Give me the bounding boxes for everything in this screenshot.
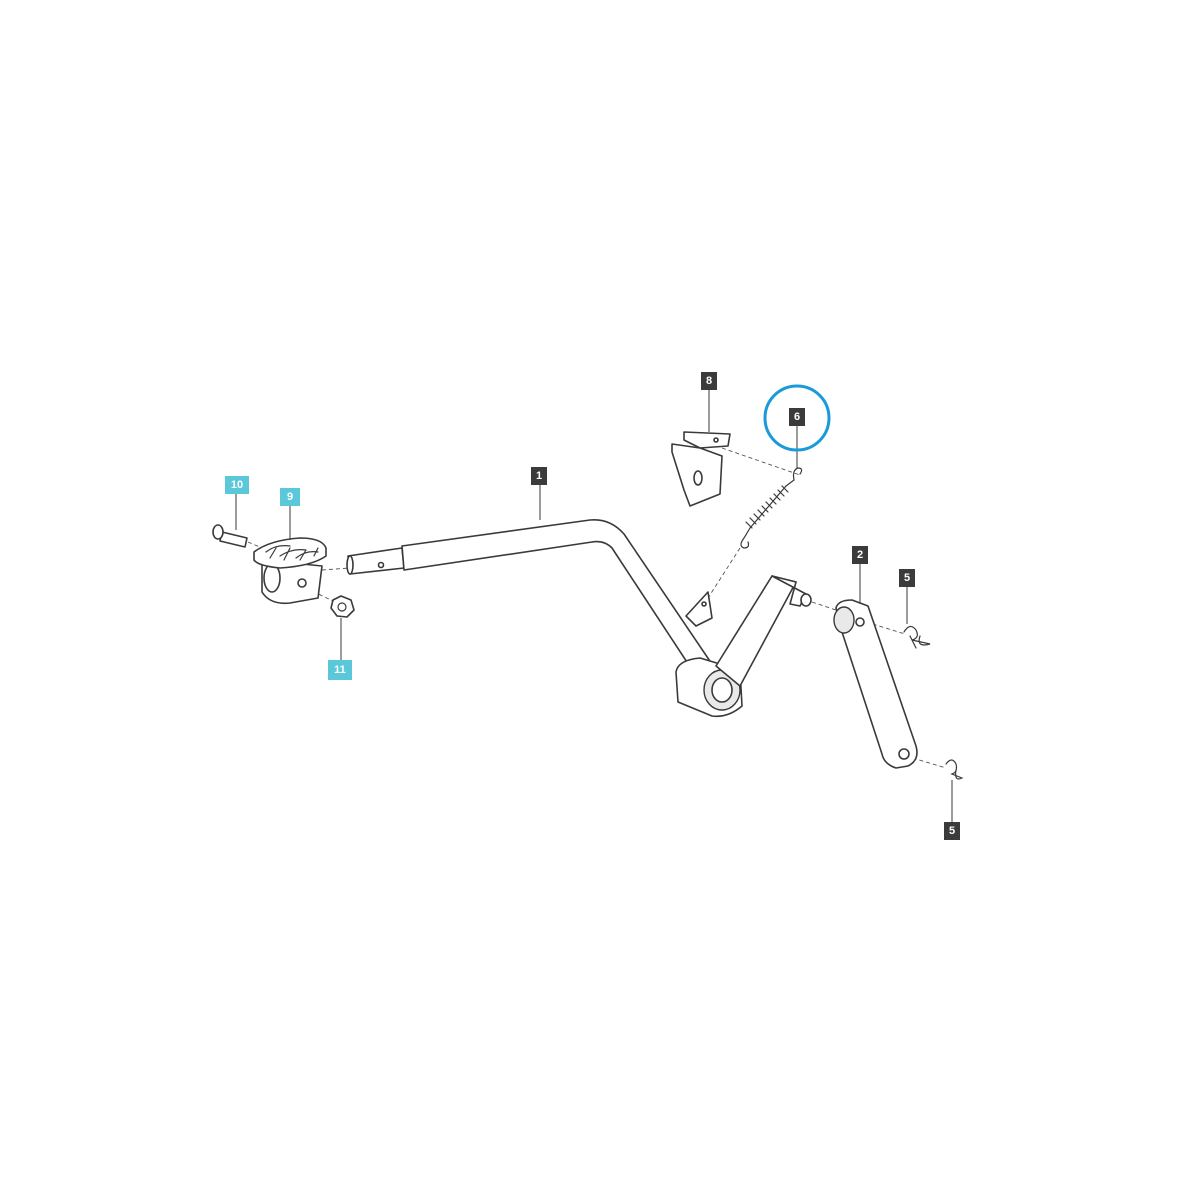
callout-6: 6 <box>789 408 805 426</box>
pedal-shaft-part-1 <box>346 518 812 718</box>
callout-5-lower-box <box>944 822 960 840</box>
callout-8-box <box>701 372 717 390</box>
callout-6-label: 6 <box>794 411 800 423</box>
callout-5-upper-box <box>899 569 915 587</box>
callout-11: 11 <box>328 660 352 680</box>
callout-5-upper: 5 <box>899 569 915 587</box>
callout-8-label: 8 <box>706 375 712 387</box>
callout-9-label: 9 <box>287 491 293 503</box>
spring-part-6 <box>740 467 803 549</box>
callout-2-box <box>852 546 868 564</box>
callout-5-lower: 5 <box>944 822 960 840</box>
bracket-part-8 <box>671 431 731 507</box>
callout-2-label: 2 <box>857 549 863 561</box>
nut-part-11 <box>330 595 355 618</box>
clip-part-5-upper <box>903 625 931 649</box>
callout-10-box <box>225 476 249 494</box>
callout-11-box <box>328 660 352 680</box>
link-arm-part-2 <box>833 599 918 769</box>
clip-part-5-lower <box>945 759 964 780</box>
callout-10: 10 <box>225 476 249 494</box>
callout-2: 2 <box>852 546 868 564</box>
callout-9-box <box>280 488 300 506</box>
callout-5-upper-label: 5 <box>904 572 910 584</box>
callout-9: 9 <box>280 488 300 506</box>
callout-10-label: 10 <box>231 479 243 491</box>
pedal-pad-part-9 <box>253 537 327 605</box>
callout-1: 1 <box>531 467 547 485</box>
highlight-ring <box>763 384 831 452</box>
assembly-lines <box>247 447 947 769</box>
bolt-part-10 <box>212 524 248 548</box>
leader-lines <box>235 390 953 822</box>
callout-1-box <box>531 467 547 485</box>
callout-8: 8 <box>701 372 717 390</box>
callout-11-label: 11 <box>334 664 346 676</box>
callout-5-lower-label: 5 <box>949 825 955 837</box>
callout-6-box <box>789 408 805 426</box>
callout-1-label: 1 <box>536 470 542 482</box>
